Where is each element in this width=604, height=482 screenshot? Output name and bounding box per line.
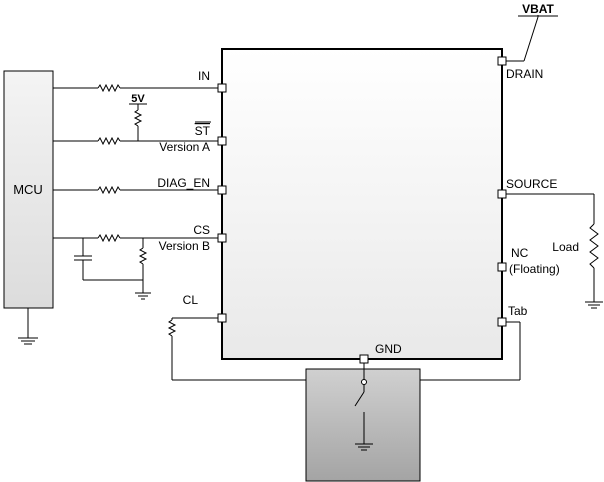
pin-st: [217, 136, 227, 146]
load-resistor: [589, 223, 599, 269]
load-label: Load: [552, 240, 579, 254]
pin-cl: [217, 313, 227, 323]
pin-diag-en-label: DIAG_EN: [157, 176, 210, 190]
floating-label: (Floating): [509, 262, 560, 276]
cs-capacitor: [74, 238, 143, 281]
pin-cs-label: CS: [193, 223, 210, 237]
pin-source: [497, 189, 507, 199]
cl-resistor: [167, 319, 177, 337]
pin-in-label: IN: [198, 69, 210, 83]
pin-tab: [497, 317, 507, 327]
cs-resistor: [97, 233, 121, 243]
pin-source-label: SOURCE: [506, 177, 557, 191]
ground-switch-box: [305, 368, 421, 482]
ic-block: [221, 48, 503, 360]
switch-ground-symbol: [355, 443, 373, 451]
v5-pullup: [129, 103, 147, 141]
in-resistor: [97, 83, 121, 93]
cs-sense-resistor: [138, 238, 148, 293]
version-b-label: Version B: [159, 239, 210, 253]
version-a-label: Version A: [159, 140, 210, 154]
load-circuit: [506, 193, 599, 302]
vbat-line: [506, 15, 539, 62]
pin-drain: [497, 56, 507, 66]
pin-gnd-label: GND: [375, 342, 402, 356]
diag-en-line: [53, 185, 218, 195]
diag-en-resistor: [97, 185, 121, 195]
pin-gnd: [359, 354, 369, 364]
pullup-resistor: [133, 109, 143, 127]
switch-blade: [354, 391, 365, 407]
cs-ground-symbol: [135, 292, 151, 300]
pin-nc: [497, 262, 507, 272]
ground-switch: [354, 363, 367, 444]
v5-label: 5V: [131, 93, 145, 105]
load-ground-symbol: [585, 301, 603, 309]
mcu-ground-symbol: [18, 308, 38, 345]
mcu-block: [3, 70, 54, 309]
pin-cl-label: CL: [183, 293, 199, 307]
pin-tab-label: Tab: [508, 304, 528, 318]
pin-st-label: ST: [195, 124, 211, 138]
cs-line: [53, 233, 218, 243]
pin-nc-label: NC: [511, 246, 529, 260]
pin-in: [217, 83, 227, 93]
in-line: [53, 83, 218, 93]
vbat-label: VBAT: [522, 2, 554, 16]
pin-diag-en: [217, 185, 227, 195]
mcu-label: MCU: [13, 182, 43, 197]
st-resistor: [97, 136, 121, 146]
pin-drain-label: DRAIN: [506, 67, 543, 81]
pin-cs: [217, 233, 227, 243]
st-line: [53, 136, 218, 146]
switch-terminal: [361, 379, 367, 385]
